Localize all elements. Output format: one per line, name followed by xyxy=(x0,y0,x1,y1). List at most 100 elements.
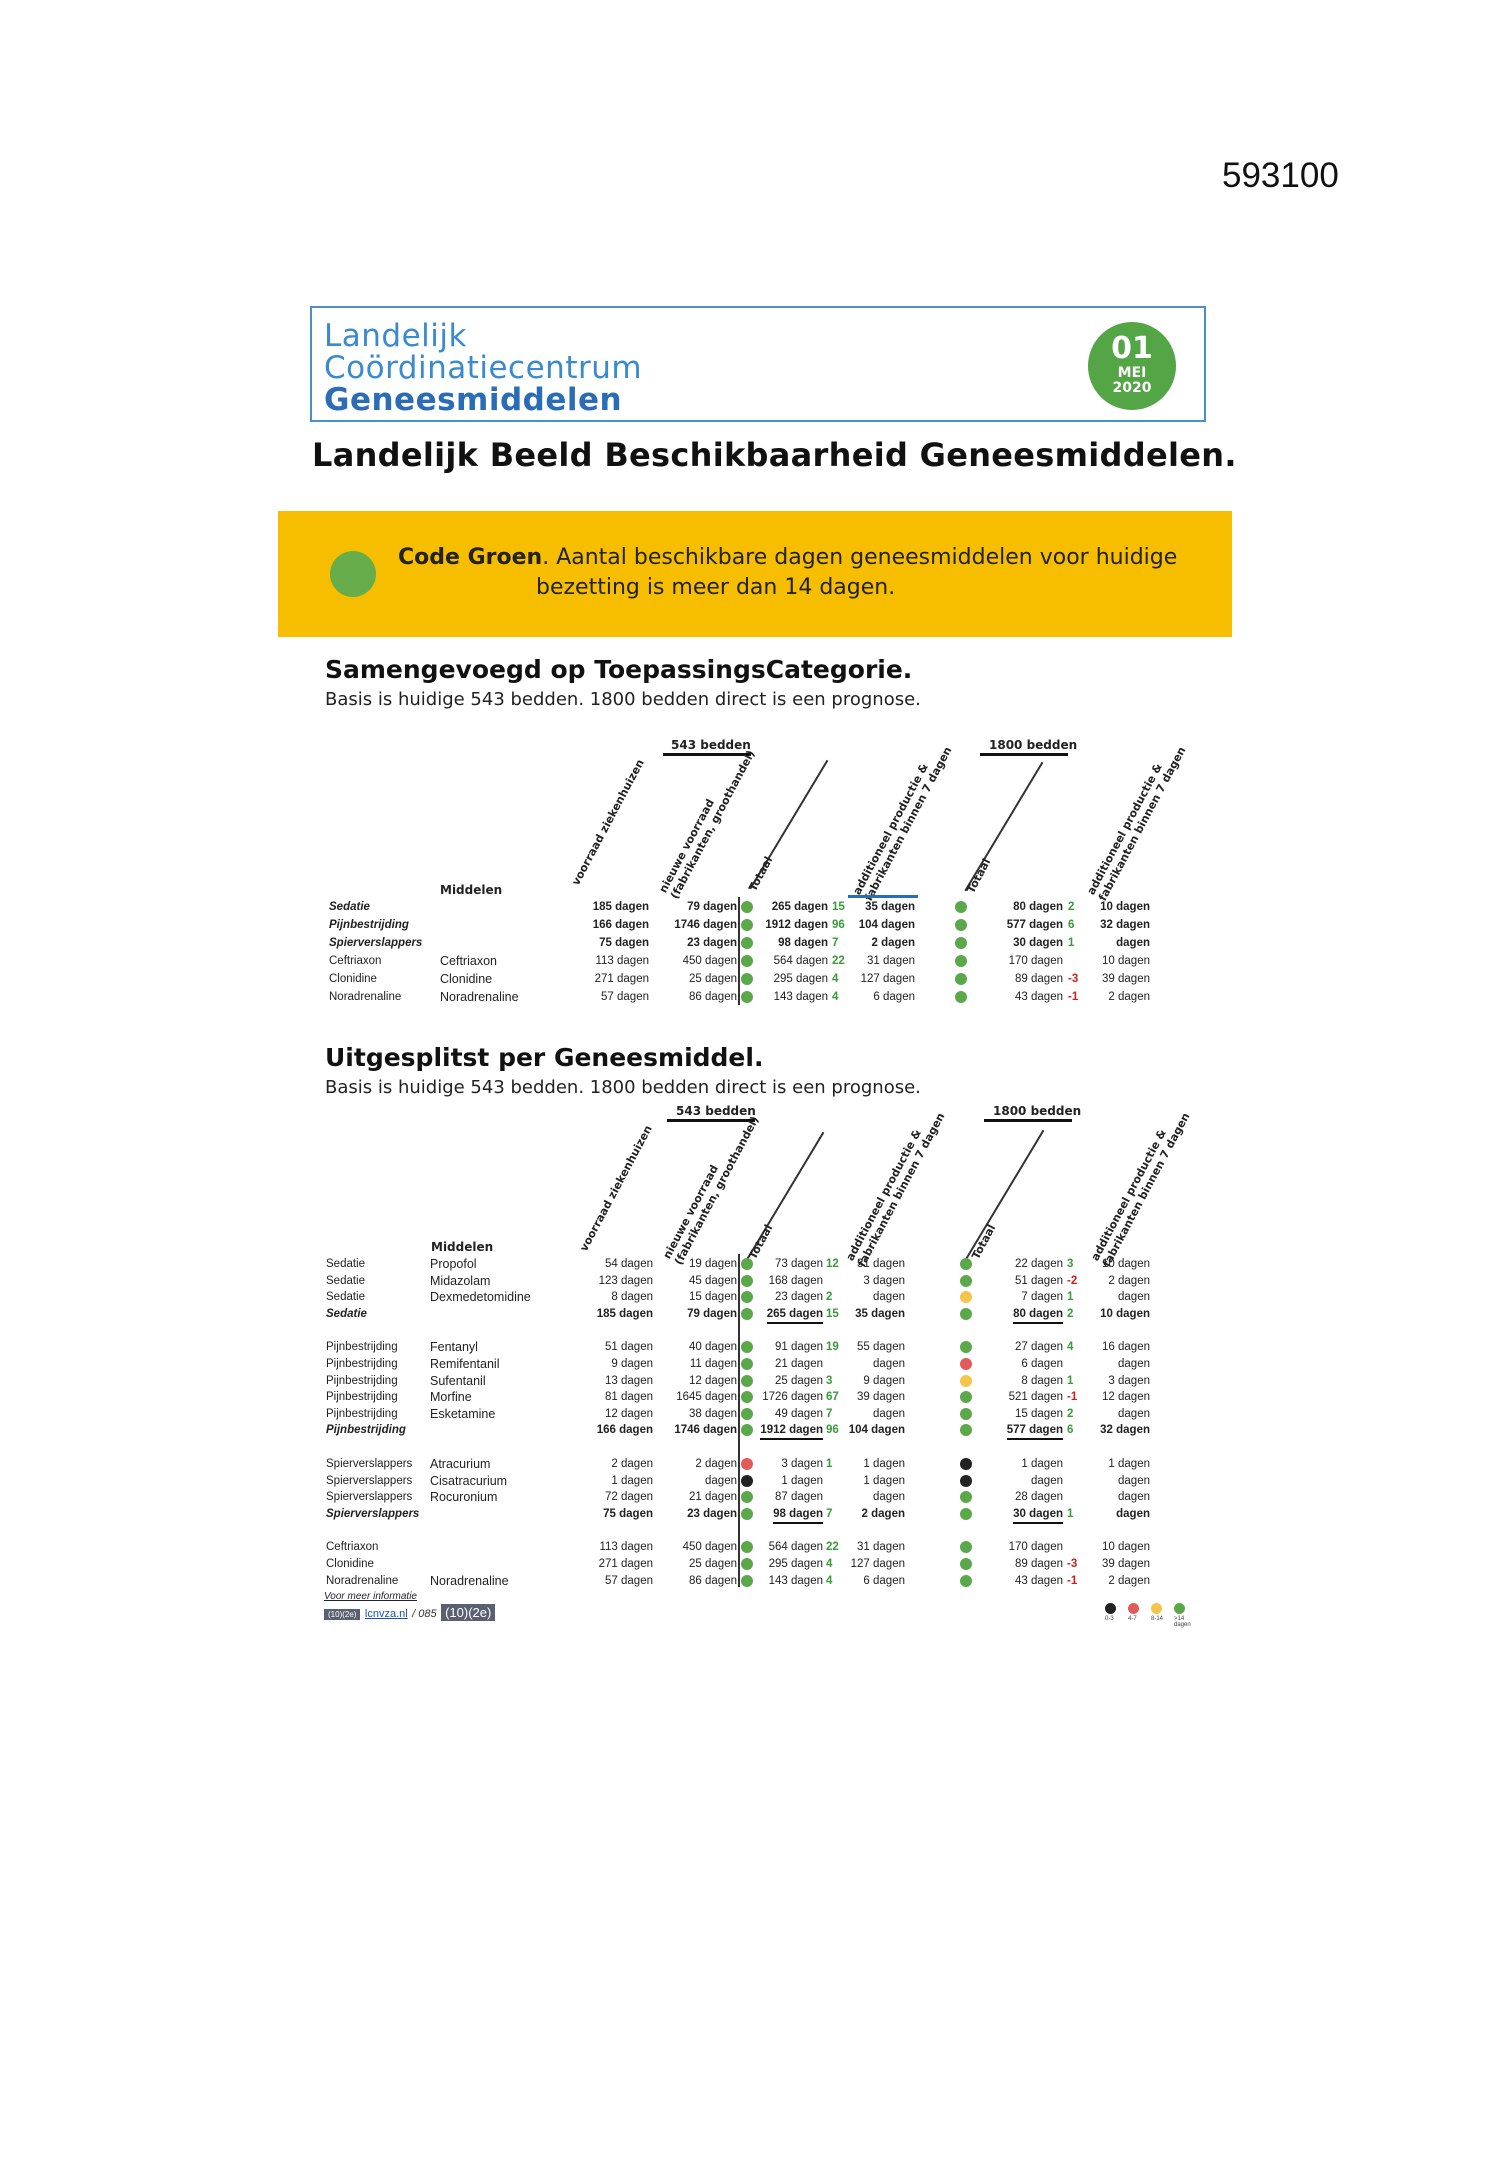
cell-totaal-1800: 43 dagen xyxy=(1015,1574,1063,1587)
cell-additioneel-1800: dagen xyxy=(1118,1491,1150,1504)
status-dot-1800-icon xyxy=(960,1307,972,1320)
cell-totaal-1800-delta: 2 xyxy=(1068,901,1075,913)
cell-totaal-1800: 89 dagen xyxy=(1015,973,1063,985)
status-dot-icon xyxy=(741,937,753,949)
footer-link[interactable]: lcnvza.nl xyxy=(364,1608,408,1620)
cell-totaal: 1726 dagen xyxy=(762,1391,823,1404)
cell-additioneel: 35 dagen xyxy=(865,901,915,913)
cell-middel: Sufentanil xyxy=(430,1373,486,1388)
cell-totaal-delta: 96 xyxy=(826,1424,839,1437)
cell-totaal-1800-delta: 2 xyxy=(1067,1307,1074,1320)
cell-additioneel-1800: 2 dagen xyxy=(1108,991,1150,1003)
cell-category: Sedatie xyxy=(326,1291,366,1304)
cell-totaal-delta: 7 xyxy=(826,1407,833,1420)
status-dot-icon xyxy=(741,1391,753,1404)
status-dot-icon xyxy=(741,1474,753,1487)
cell-additioneel: 127 dagen xyxy=(860,973,915,985)
cell-totaal: 87 dagen xyxy=(775,1491,823,1504)
cell-nieuwe: 23 dagen xyxy=(687,937,737,949)
cell-nieuwe: 1746 dagen xyxy=(674,919,737,931)
cell-totaal: 143 dagen xyxy=(773,991,828,1003)
cell-totaal-delta: 67 xyxy=(826,1391,839,1404)
legend-label: 4-7 xyxy=(1128,1616,1137,1622)
cell-voorraad: 113 dagen xyxy=(599,1541,653,1554)
section2-col-middelen: Middelen xyxy=(431,1240,494,1254)
section1-col-middelen: Middelen xyxy=(440,883,503,897)
section2-col-add-1: additioneel productie & xyxy=(843,1127,924,1263)
status-dot-icon xyxy=(741,1291,753,1304)
cell-voorraad: 123 dagen xyxy=(598,1274,653,1287)
cell-voorraad: 13 dagen xyxy=(605,1374,653,1387)
cell-totaal-1800: 1 dagen xyxy=(1021,1458,1063,1470)
status-dot-icon xyxy=(741,1341,753,1354)
legend-dot-icon xyxy=(1128,1603,1139,1614)
cell-totaal-1800-delta: -3 xyxy=(1068,973,1079,985)
cell-additioneel: dagen xyxy=(873,1491,905,1504)
header-banner: Landelijk Coördinatiecentrum Geneesmidde… xyxy=(310,306,1206,422)
cell-totaal-delta: 22 xyxy=(832,955,845,967)
cell-totaal-1800: 30 dagen xyxy=(1013,937,1063,949)
section1-col-nieuwe-2: (fabrikanten, groothandel) xyxy=(668,748,758,902)
cell-additioneel-1800: 16 dagen xyxy=(1102,1341,1150,1354)
cell-category: Sedatie xyxy=(326,1274,366,1287)
cell-middel: Noradrenaline xyxy=(440,990,519,1004)
cell-totaal-1800: 51 dagen xyxy=(1015,1274,1063,1287)
banner-text-a: . Aantal beschikbare dagen geneesmiddele… xyxy=(542,545,1178,570)
cell-additioneel: 6 dagen xyxy=(863,1574,905,1587)
document-number: 593100 xyxy=(1222,156,1339,195)
cell-additioneel-1800: 1 dagen xyxy=(1108,1458,1150,1470)
cell-totaal-delta: 7 xyxy=(832,937,839,949)
cell-nieuwe: dagen xyxy=(705,1474,737,1487)
section2-group-1800: 1800 bedden xyxy=(993,1104,1082,1118)
logo-line-3: Geneesmiddelen xyxy=(324,382,623,418)
cell-nieuwe: 38 dagen xyxy=(689,1407,737,1420)
cell-totaal-1800-delta: 3 xyxy=(1067,1258,1074,1270)
cell-voorraad: 185 dagen xyxy=(592,901,649,913)
cell-category: Spierverslappers xyxy=(326,1507,420,1520)
cell-middel: Rocuronium xyxy=(430,1490,498,1505)
cell-totaal-1800: 27 dagen xyxy=(1015,1341,1063,1354)
cell-additioneel-1800: 10 dagen xyxy=(1100,901,1150,913)
status-dot-1800-icon xyxy=(960,1358,972,1370)
status-dot-icon xyxy=(741,919,753,931)
cell-nieuwe: 21 dagen xyxy=(689,1491,737,1504)
cell-totaal-delta: 3 xyxy=(826,1374,833,1387)
status-dot-1800-icon xyxy=(960,1291,972,1304)
date-day: 01 xyxy=(1111,331,1153,366)
redaction-small: (10)(2e) xyxy=(324,1609,361,1620)
footer-contact: (10)(2e) lcnvza.nl / 085 (10)(2e) xyxy=(324,1604,496,1622)
status-dot-icon xyxy=(741,973,753,985)
section1-col-voorraad: voorraad ziekenhuizen xyxy=(569,757,647,888)
cell-additioneel-1800: 2 dagen xyxy=(1108,1574,1150,1587)
cell-totaal-delta: 7 xyxy=(826,1507,833,1520)
cell-totaal-1800: 80 dagen xyxy=(1013,901,1063,913)
date-month: MEI xyxy=(1117,365,1147,381)
cell-additioneel-1800: dagen xyxy=(1118,1407,1150,1420)
cell-nieuwe: 45 dagen xyxy=(689,1274,737,1287)
cell-middel: Atracurium xyxy=(430,1457,491,1471)
cell-totaal: 98 dagen xyxy=(773,1506,823,1524)
status-dot-1800-icon xyxy=(960,1541,972,1554)
section1-col-add-3-1: additioneel productie & xyxy=(1084,761,1165,897)
banner-text: Code Groen. Aantal beschikbare dagen gen… xyxy=(398,543,1177,603)
cell-additioneel: 31 dagen xyxy=(867,955,915,967)
cell-additioneel: dagen xyxy=(873,1291,905,1304)
banner-code: Code Groen xyxy=(398,545,543,570)
redaction-big: (10)(2e) xyxy=(441,1604,496,1621)
status-dot-1800-icon xyxy=(960,1407,972,1420)
cell-totaal-1800: 170 dagen xyxy=(1008,1541,1063,1554)
cell-totaal: 265 dagen xyxy=(766,1306,823,1324)
cell-category: Sedatie xyxy=(329,901,370,913)
section1-group-543: 543 bedden xyxy=(671,738,751,752)
section2-col-add: additioneel productie &fabrikanten binne… xyxy=(843,1104,948,1270)
cell-totaal-1800-delta: 2 xyxy=(1067,1407,1074,1420)
cell-totaal-1800-delta: 6 xyxy=(1068,919,1075,931)
status-dot-1800-icon xyxy=(955,901,967,913)
section1-col-nieuwe: nieuwe voorraad(fabrikanten, groothandel… xyxy=(657,742,758,901)
cell-voorraad: 9 dagen xyxy=(611,1358,653,1370)
